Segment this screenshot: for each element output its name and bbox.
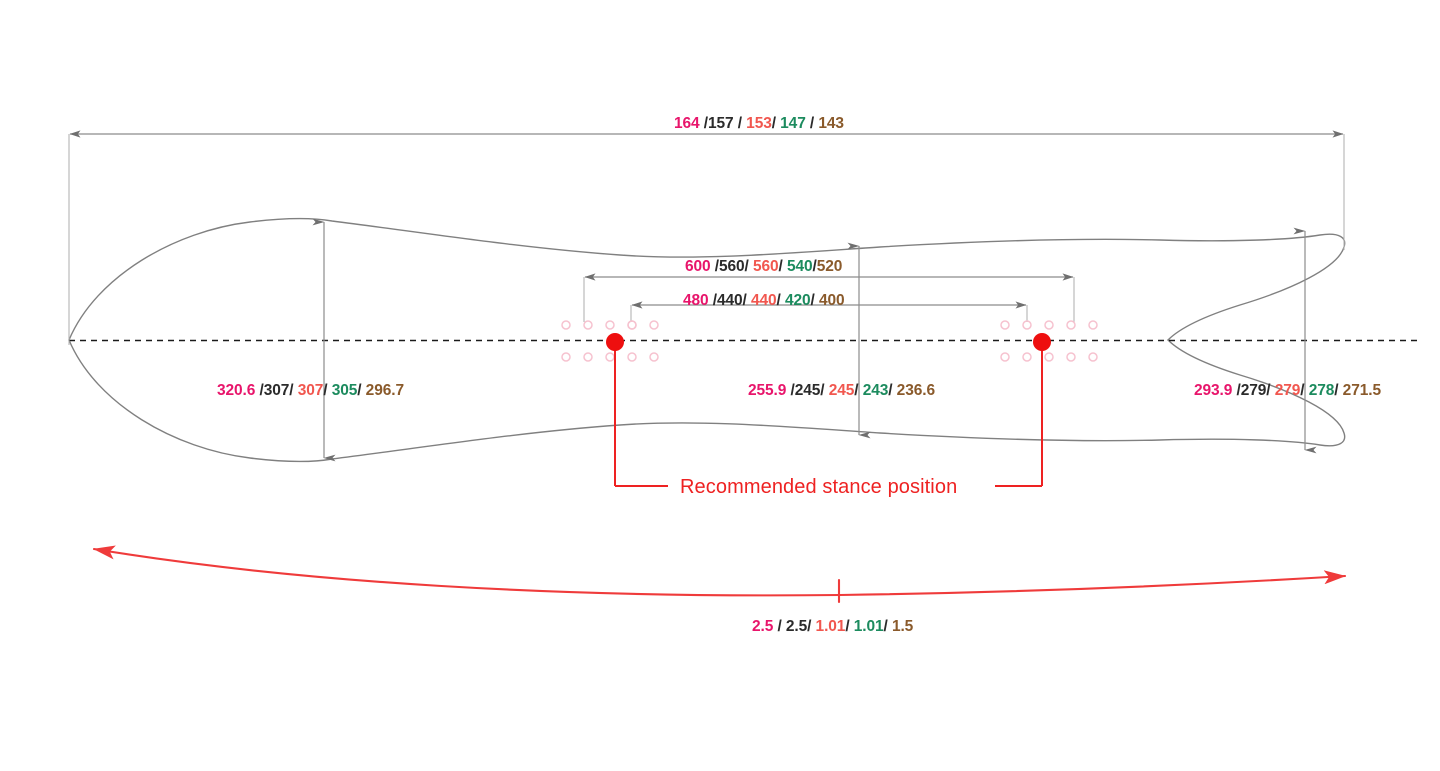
camber-profile-curve xyxy=(92,545,1347,597)
insert-hole xyxy=(605,352,615,362)
insert-hole xyxy=(583,352,593,362)
tail-width-v2: 279 xyxy=(1241,382,1267,399)
insert-hole xyxy=(561,352,571,362)
tail-width-v1: 293.9 xyxy=(1194,382,1233,399)
overall-length-v1: 164 xyxy=(674,115,700,132)
waist-width-v5: 236.6 xyxy=(897,382,936,399)
board-outline-group xyxy=(68,217,1346,463)
stance-inner-dimension xyxy=(630,301,1028,322)
stance-position-marker-left xyxy=(606,333,668,487)
waist-width-v1: 255.9 xyxy=(748,382,787,399)
insert-hole xyxy=(1000,320,1010,330)
board-top-edge xyxy=(68,217,1346,341)
insert-hole xyxy=(561,320,571,330)
waist-width-v4: 243 xyxy=(863,382,889,399)
nose-width-v1: 320.6 xyxy=(217,382,256,399)
tail-width-v3: 279 xyxy=(1275,382,1301,399)
recommended-stance-position-label: Recommended stance position xyxy=(680,476,957,498)
waist-width-label: 255.9 /245/ 245/ 243/ 236.6 xyxy=(748,382,935,399)
overall-length-label: 164 /157 / 153/ 147 / 143 xyxy=(674,115,844,132)
stance-outer-v2: 560 xyxy=(719,258,745,275)
insert-hole xyxy=(583,320,593,330)
nose-width-label: 320.6 /307/ 307/ 305/ 296.7 xyxy=(217,382,404,399)
insert-hole xyxy=(1022,352,1032,362)
insert-hole xyxy=(1044,352,1054,362)
insert-hole xyxy=(1066,320,1076,330)
stance-dot-left xyxy=(606,333,624,351)
stance-outer-v1: 600 xyxy=(685,258,711,275)
stance-outer-v4: 540 xyxy=(787,258,813,275)
insert-hole xyxy=(1044,320,1054,330)
nose-width-v3: 307 xyxy=(298,382,324,399)
insert-hole xyxy=(1088,352,1098,362)
camber-v3: 1.01 xyxy=(816,618,846,635)
stance-inner-v2: 440 xyxy=(717,292,743,309)
nose-width-v2: 307 xyxy=(264,382,290,399)
camber-v5: 1.5 xyxy=(892,618,914,635)
overall-length-dimension xyxy=(68,130,1345,345)
stance-inner-v3: 440 xyxy=(751,292,777,309)
stance-outer-label: 600 /560/ 560/ 540/520 xyxy=(685,258,842,275)
waist-width-v2: 245 xyxy=(795,382,821,399)
waist-width-v3: 245 xyxy=(829,382,855,399)
insert-hole xyxy=(627,352,637,362)
tail-width-label: 293.9 /279/ 279/ 278/ 271.5 xyxy=(1194,382,1381,399)
camber-label: 2.5 / 2.5/ 1.01/ 1.01/ 1.5 xyxy=(752,618,914,635)
insert-hole xyxy=(1088,320,1098,330)
overall-length-v5: 143 xyxy=(818,115,844,132)
camber-v1: 2.5 xyxy=(752,618,774,635)
insert-hole xyxy=(1066,352,1076,362)
camber-v2: 2.5 xyxy=(786,618,808,635)
insert-hole xyxy=(649,352,659,362)
stance-outer-v3: 560 xyxy=(753,258,779,275)
camber-v4: 1.01 xyxy=(854,618,884,635)
nose-width-v5: 296.7 xyxy=(366,382,404,399)
tail-width-v5: 271.5 xyxy=(1343,382,1382,399)
stance-inner-v1: 480 xyxy=(683,292,709,309)
insert-hole xyxy=(649,320,659,330)
insert-hole xyxy=(605,320,615,330)
stance-position-marker-right xyxy=(995,333,1051,487)
tail-width-v4: 278 xyxy=(1309,382,1335,399)
nose-width-v4: 305 xyxy=(332,382,358,399)
stance-outer-dimension xyxy=(583,273,1075,322)
overall-length-v2: 157 xyxy=(708,115,734,132)
overall-length-v4: 147 xyxy=(780,115,806,132)
insert-pattern-right xyxy=(1000,320,1098,362)
insert-hole xyxy=(1022,320,1032,330)
insert-hole xyxy=(1000,352,1010,362)
stance-inner-v5: 400 xyxy=(819,292,845,309)
board-bottom-edge xyxy=(68,339,1346,463)
stance-outer-v5: 520 xyxy=(817,258,843,275)
stance-inner-label: 480 /440/ 440/ 420/ 400 xyxy=(683,292,845,309)
camber-profile-group xyxy=(92,545,1347,604)
insert-hole xyxy=(627,320,637,330)
stance-dot-right xyxy=(1033,333,1051,351)
overall-length-v3: 153 xyxy=(746,115,772,132)
stance-inner-v4: 420 xyxy=(785,292,811,309)
